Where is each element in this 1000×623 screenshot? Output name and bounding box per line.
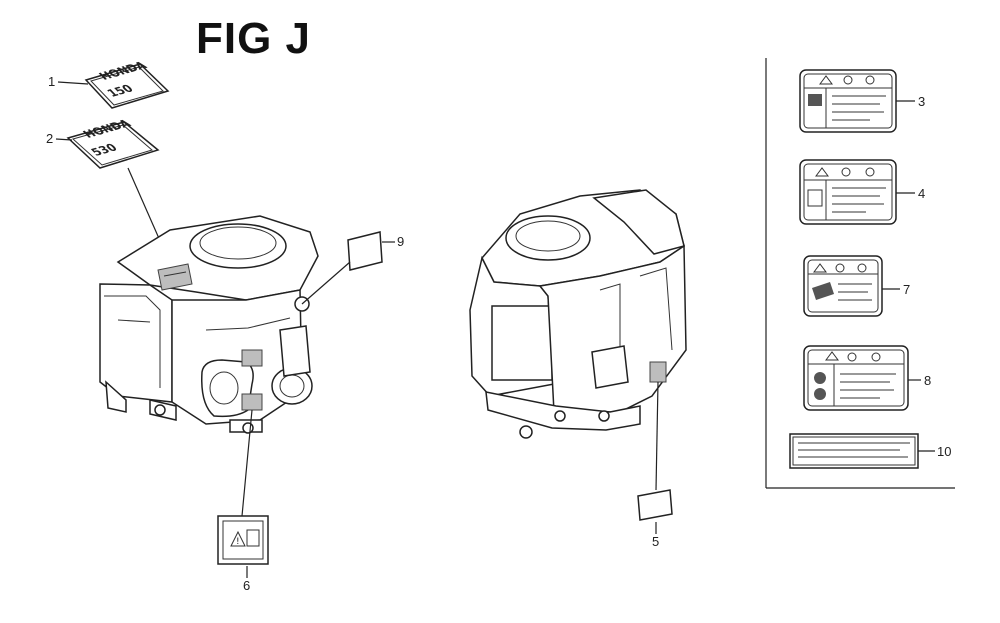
manual-icon (246, 529, 260, 547)
callout-9: 9 (397, 234, 404, 249)
warning-icon (815, 167, 829, 177)
person-icon (841, 167, 851, 177)
part-6-caution-decal[interactable]: ! (217, 515, 269, 565)
gear-icon (865, 167, 875, 177)
engine-right (469, 189, 687, 439)
part-7-warning-label[interactable] (803, 255, 883, 317)
callout-8: 8 (924, 373, 931, 388)
book-icon (807, 189, 823, 207)
warning-icon (813, 263, 827, 273)
part-8-warning-label[interactable] (803, 345, 909, 411)
warning-icon (825, 351, 839, 361)
callout-6: 6 (243, 578, 250, 593)
gear-icon (857, 263, 867, 273)
part-1-model-decal[interactable]: HONDA 150 (84, 59, 170, 109)
leader-6-to-engine (241, 409, 253, 517)
person-icon (847, 352, 857, 362)
warning-icon (819, 75, 833, 85)
decal-location-6a (241, 349, 263, 367)
part-10-info-label[interactable] (789, 433, 919, 469)
decal-location-5 (649, 361, 667, 383)
callout-1: 1 (48, 74, 55, 89)
part-3-warning-label[interactable] (799, 69, 897, 133)
hazard-pictogram-icon (808, 94, 822, 106)
callout-2: 2 (46, 131, 53, 146)
callout-5: 5 (652, 534, 659, 549)
part-2-model-text: 530 (88, 141, 120, 158)
svg-text:!: ! (236, 537, 240, 547)
callout-10: 10 (937, 444, 951, 459)
person-icon (835, 263, 845, 273)
gear-icon (865, 75, 875, 85)
leader-5-to-engine (655, 381, 659, 491)
hazard-pictogram-icon (812, 282, 834, 300)
gear-icon (871, 352, 881, 362)
decal-panel-frame (765, 58, 955, 489)
leader-9-to-engine (301, 261, 351, 305)
leader-1 (57, 81, 89, 85)
leader-2 (55, 138, 73, 141)
part-2-model-decal[interactable]: HONDA 530 (66, 117, 160, 169)
warning-triangle-icon (230, 530, 246, 547)
decal-location-6b (241, 393, 263, 411)
fire-icon (814, 372, 826, 384)
engine-left (99, 215, 319, 434)
part-9-label[interactable] (347, 231, 383, 271)
callout-3: 3 (918, 94, 925, 109)
callout-4: 4 (918, 186, 925, 201)
decal-location-shroud (157, 263, 193, 291)
figure-title: FIG J (196, 14, 312, 63)
part-5-label[interactable] (637, 489, 673, 521)
person-icon (843, 75, 853, 85)
part-1-model-text: 150 (104, 82, 136, 99)
callout-7: 7 (903, 282, 910, 297)
hot-surface-icon (814, 388, 826, 400)
part-4-warning-label[interactable] (799, 159, 897, 225)
